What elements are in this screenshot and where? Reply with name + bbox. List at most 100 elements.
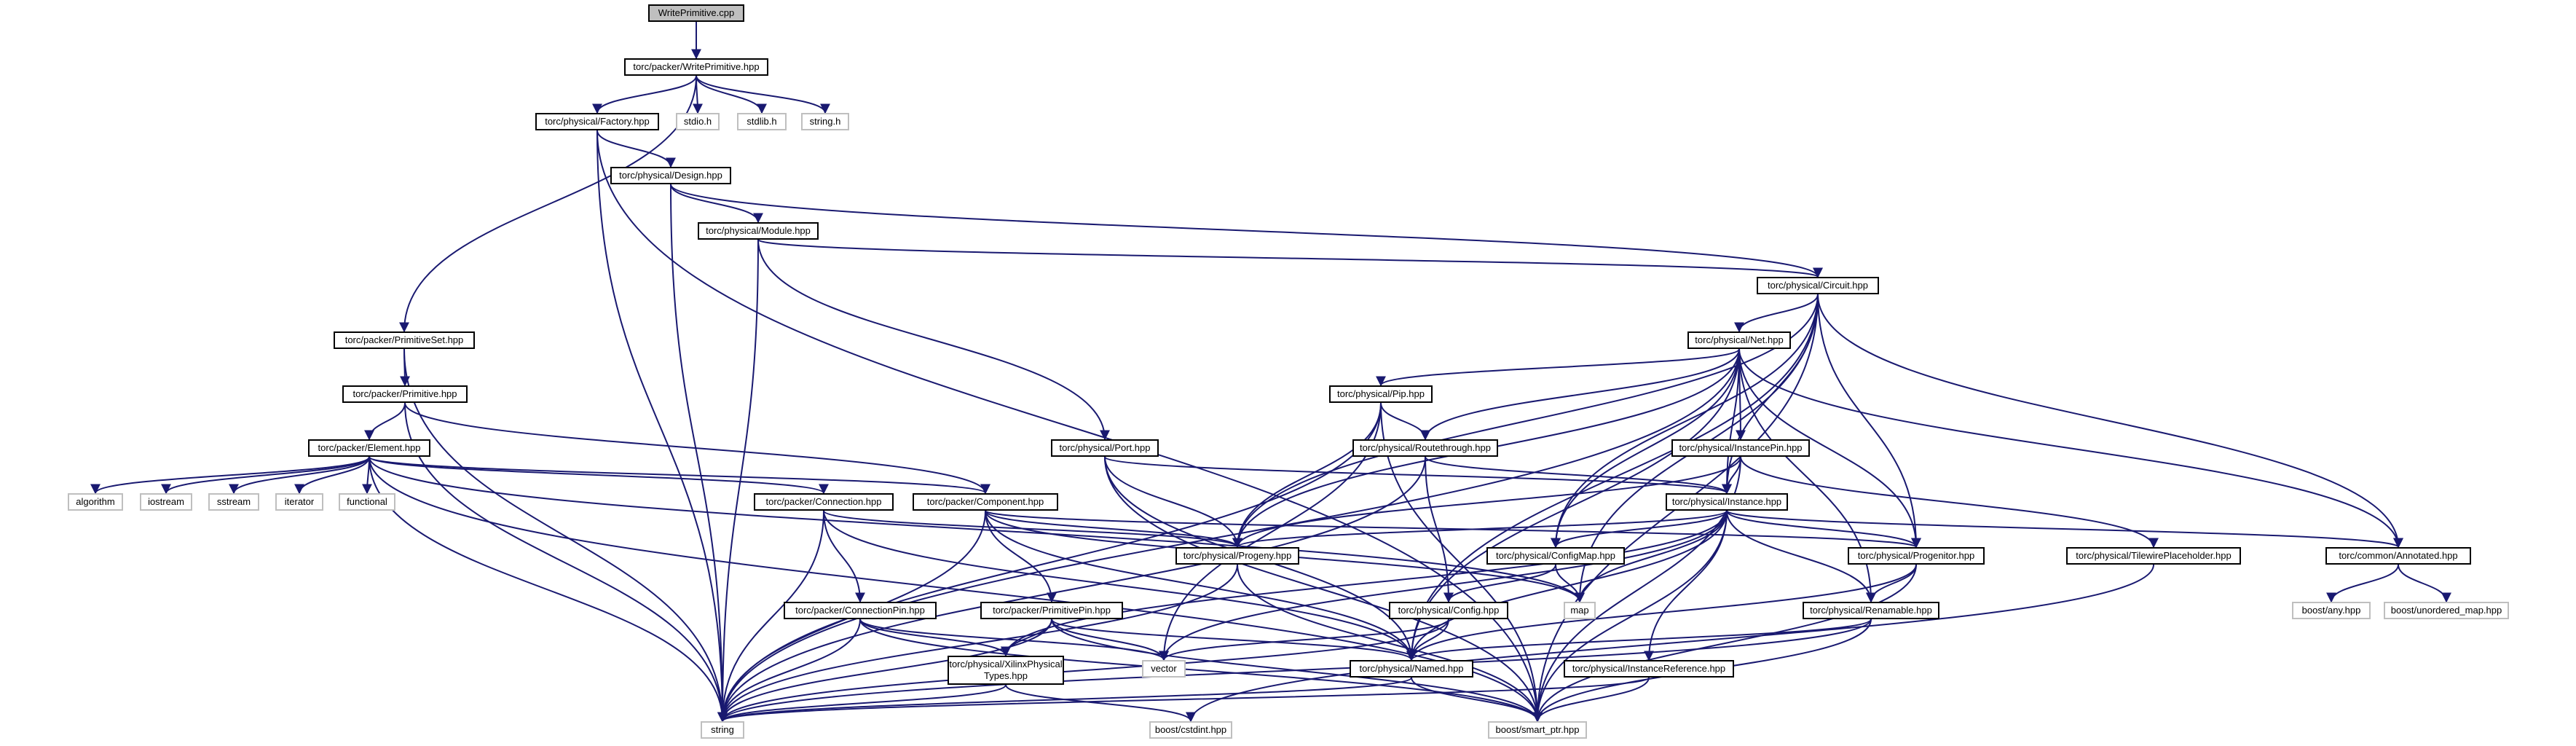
node-primitive-pin-hpp[interactable]: torc/packer/PrimitivePin.hpp xyxy=(980,602,1123,619)
edge-instance-hpp-to-renamable-hpp xyxy=(1726,510,1876,603)
node-label: torc/physical/Progenitor.hpp xyxy=(1857,550,1975,561)
node-label: map xyxy=(1570,605,1589,616)
node-boost-unordered-map-hpp[interactable]: boost/unordered_map.hpp xyxy=(2384,602,2509,619)
node-pip-hpp[interactable]: torc/physical/Pip.hpp xyxy=(1329,385,1433,403)
node-instance-hpp[interactable]: torc/physical/Instance.hpp xyxy=(1666,493,1788,511)
node-map[interactable]: map xyxy=(1564,602,1596,619)
node-xilinx-physical-types-hpp[interactable]: torc/physical/XilinxPhysical Types.hpp xyxy=(948,656,1064,685)
node-port-hpp[interactable]: torc/physical/Port.hpp xyxy=(1051,439,1159,457)
node-annotated-hpp[interactable]: torc/common/Annotated.hpp xyxy=(2325,547,2471,565)
edge-instance-hpp-to-progeny-hpp xyxy=(1232,510,1728,549)
node-boost-cstdint-hpp[interactable]: boost/cstdint.hpp xyxy=(1149,721,1232,739)
node-label: torc/physical/Port.hpp xyxy=(1059,442,1151,453)
edge-instance-hpp-to-progenitor-hpp xyxy=(1726,510,1921,549)
edge-element-hpp-to-sstream xyxy=(229,456,370,495)
node-factory-hpp[interactable]: torc/physical/Factory.hpp xyxy=(535,113,659,130)
node-label: torc/physical/Net.hpp xyxy=(1695,334,1784,345)
node-progenitor-hpp[interactable]: torc/physical/Progenitor.hpp xyxy=(1848,547,1985,565)
node-label: torc/physical/InstanceReference.hpp xyxy=(1572,663,1726,674)
node-instance-pin-hpp[interactable]: torc/physical/InstancePin.hpp xyxy=(1671,439,1810,457)
node-label: torc/physical/Config.hpp xyxy=(1398,605,1500,616)
node-label: torc/physical/Design.hpp xyxy=(619,170,722,181)
node-label: torc/physical/Renamable.hpp xyxy=(1810,605,1932,616)
edge-primitive-hpp-to-component-hpp xyxy=(404,402,990,495)
edge-net-hpp-to-instance-hpp xyxy=(1722,348,1740,495)
node-write-primitive-cpp[interactable]: WritePrimitive.cpp xyxy=(648,4,744,22)
node-label: vector xyxy=(1151,663,1177,674)
node-sstream[interactable]: sstream xyxy=(208,493,259,511)
edge-net-hpp-to-routethrough-hpp xyxy=(1420,348,1740,441)
edge-routethrough-hpp-to-string xyxy=(717,456,1426,723)
edge-write-primitive-hpp-to-factory-hpp xyxy=(592,75,697,114)
node-module-hpp[interactable]: torc/physical/Module.hpp xyxy=(698,222,819,240)
node-label: torc/physical/ConfigMap.hpp xyxy=(1495,550,1616,561)
node-stdio-h[interactable]: stdio.h xyxy=(676,113,720,130)
edge-write-primitive-hpp-to-string-h xyxy=(696,75,830,114)
edge-renamable-hpp-to-named-hpp xyxy=(1406,619,1872,661)
node-string-h[interactable]: string.h xyxy=(801,113,849,130)
node-label: string xyxy=(711,724,734,735)
edge-instance-reference-hpp-to-string xyxy=(717,677,1650,723)
edge-component-hpp-to-named-hpp xyxy=(985,510,1417,661)
edge-primitive-pin-hpp-to-string xyxy=(717,619,1052,723)
edge-connection-pin-hpp-to-boost-smart-ptr-hpp xyxy=(859,619,1543,723)
node-label: torc/physical/Progeny.hpp xyxy=(1183,550,1292,561)
node-routethrough-hpp[interactable]: torc/physical/Routethrough.hpp xyxy=(1352,439,1498,457)
node-config-map-hpp[interactable]: torc/physical/ConfigMap.hpp xyxy=(1486,547,1625,565)
node-primitive-hpp[interactable]: torc/packer/Primitive.hpp xyxy=(342,385,468,403)
node-instance-reference-hpp[interactable]: torc/physical/InstanceReference.hpp xyxy=(1564,660,1734,678)
node-label: torc/physical/Named.hpp xyxy=(1359,663,1464,674)
edge-connection-hpp-to-connection-pin-hpp xyxy=(823,510,865,603)
node-functional[interactable]: functional xyxy=(339,493,395,511)
edge-net-hpp-to-annotated-hpp xyxy=(1738,348,2403,549)
edge-module-hpp-to-port-hpp xyxy=(757,239,1110,441)
edge-factory-hpp-to-design-hpp xyxy=(596,130,676,168)
node-label: algorithm xyxy=(76,496,115,507)
edge-config-hpp-to-vector xyxy=(1159,619,1449,661)
node-label-line2: Types.hpp xyxy=(984,670,1028,681)
edge-design-hpp-to-module-hpp xyxy=(670,184,763,224)
node-boost-smart-ptr-hpp[interactable]: boost/smart_ptr.hpp xyxy=(1488,721,1587,739)
node-label-line1: torc/physical/XilinxPhysical xyxy=(949,659,1063,670)
edge-factory-hpp-to-string xyxy=(596,130,728,723)
node-renamable-hpp[interactable]: torc/physical/Renamable.hpp xyxy=(1803,602,1939,619)
edge-config-map-hpp-to-map xyxy=(1555,564,1585,603)
node-circuit-hpp[interactable]: torc/physical/Circuit.hpp xyxy=(1757,277,1879,294)
node-string[interactable]: string xyxy=(701,721,744,739)
edge-instance-hpp-to-map xyxy=(1575,510,1728,603)
edge-pip-hpp-to-routethrough-hpp xyxy=(1380,402,1430,441)
node-iterator[interactable]: iterator xyxy=(275,493,323,511)
edge-pip-hpp-to-boost-smart-ptr-hpp xyxy=(1380,402,1543,723)
node-element-hpp[interactable]: torc/packer/Element.hpp xyxy=(308,439,430,457)
node-boost-any-hpp[interactable]: boost/any.hpp xyxy=(2292,602,2371,619)
edge-net-hpp-to-named-hpp xyxy=(1406,348,1740,661)
node-label: functional xyxy=(347,496,387,507)
node-connection-hpp[interactable]: torc/packer/Connection.hpp xyxy=(754,493,894,511)
edge-element-hpp-to-algorithm xyxy=(90,456,370,495)
node-tilewire-placeholder-hpp[interactable]: torc/physical/TilewirePlaceholder.hpp xyxy=(2066,547,2241,565)
edge-element-hpp-to-string xyxy=(369,456,728,723)
edge-component-hpp-to-progenitor-hpp xyxy=(985,510,1921,549)
node-net-hpp[interactable]: torc/physical/Net.hpp xyxy=(1687,331,1791,349)
edge-named-hpp-to-boost-smart-ptr-hpp xyxy=(1411,677,1543,723)
node-config-hpp[interactable]: torc/physical/Config.hpp xyxy=(1389,602,1508,619)
node-named-hpp[interactable]: torc/physical/Named.hpp xyxy=(1350,660,1473,678)
edge-primitive-set-hpp-to-string xyxy=(403,348,728,723)
node-design-hpp[interactable]: torc/physical/Design.hpp xyxy=(610,167,731,184)
node-primitive-set-hpp[interactable]: torc/packer/PrimitiveSet.hpp xyxy=(334,331,475,349)
edge-instance-hpp-to-annotated-hpp xyxy=(1726,510,2403,549)
edge-renamable-hpp-to-string xyxy=(717,619,1872,723)
node-vector[interactable]: vector xyxy=(1142,660,1186,678)
node-algorithm[interactable]: algorithm xyxy=(68,493,123,511)
node-label: stdio.h xyxy=(683,116,712,127)
node-progeny-hpp[interactable]: torc/physical/Progeny.hpp xyxy=(1175,547,1299,565)
node-connection-pin-hpp[interactable]: torc/packer/ConnectionPin.hpp xyxy=(784,602,937,619)
node-stdlib-h[interactable]: stdlib.h xyxy=(737,113,787,130)
edge-module-hpp-to-circuit-hpp xyxy=(757,239,1823,278)
edge-instance-hpp-to-vector xyxy=(1159,510,1728,661)
node-write-primitive-hpp[interactable]: torc/packer/WritePrimitive.hpp xyxy=(624,58,768,76)
node-iostream[interactable]: iostream xyxy=(140,493,192,511)
edge-write-primitive-hpp-to-stdlib-h xyxy=(696,75,767,114)
node-component-hpp[interactable]: torc/packer/Component.hpp xyxy=(913,493,1058,511)
edge-pip-hpp-to-vector xyxy=(1159,402,1382,661)
